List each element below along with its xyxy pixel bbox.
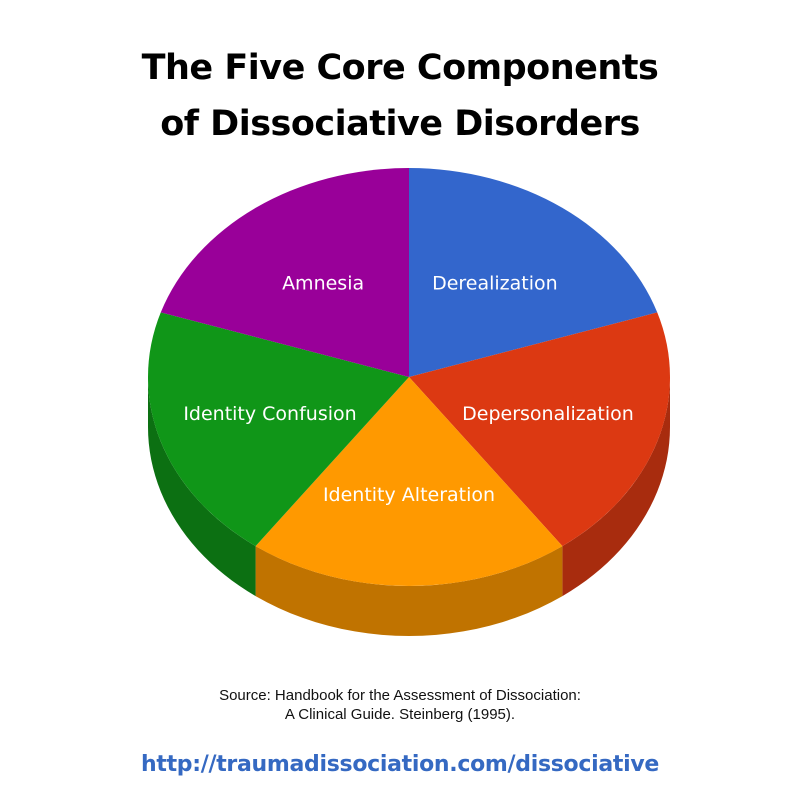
pie-side-identity-alteration <box>255 546 563 636</box>
pie-slice-amnesia <box>160 168 409 377</box>
source-citation: Source: Handbook for the Assessment of D… <box>0 686 800 724</box>
pie-label-derealization: Derealization <box>432 272 558 294</box>
chart-title-line-1: The Five Core Components <box>141 48 659 88</box>
pie-slices <box>147 168 671 586</box>
chart-title: The Five Core Components of Dissociative… <box>0 40 800 152</box>
pie-slice-identity-confusion <box>147 312 409 547</box>
pie-slice-derealization <box>409 168 658 377</box>
source-line-1: Source: Handbook for the Assessment of D… <box>219 687 581 704</box>
pie-label-identity-confusion: Identity Confusion <box>183 403 356 425</box>
pie-slice-depersonalization <box>409 312 671 547</box>
source-line-2: A Clinical Guide. Steinberg (1995). <box>284 706 516 723</box>
pie-side-identity-confusion <box>148 377 256 597</box>
pie-sides <box>148 377 670 636</box>
chart-title-line-2: of Dissociative Disorders <box>160 104 640 144</box>
source-url-link[interactable]: http://traumadissociation.com/dissociati… <box>140 752 660 777</box>
pie-label-depersonalization: Depersonalization <box>462 403 634 425</box>
pie-side-depersonalization <box>562 377 670 597</box>
pie-slice-identity-alteration <box>255 377 563 586</box>
pie-label-amnesia: Amnesia <box>282 272 364 294</box>
pie-label-identity-alteration: Identity Alteration <box>323 484 495 506</box>
